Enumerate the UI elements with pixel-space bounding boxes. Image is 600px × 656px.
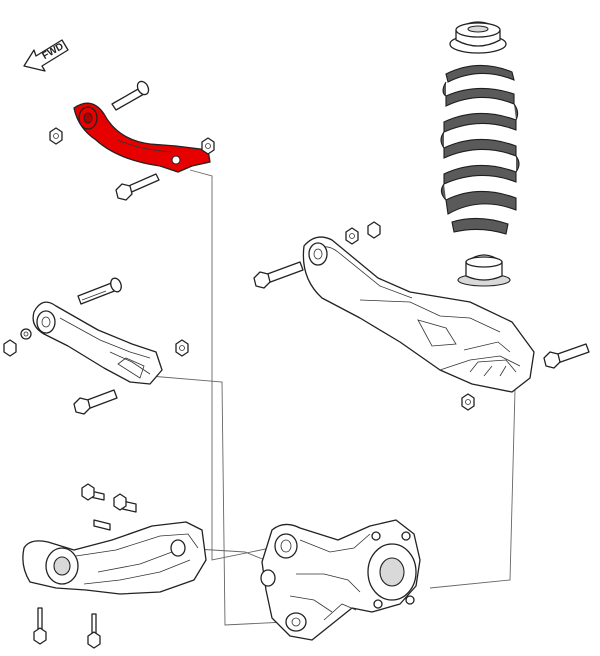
forward-direction-arrow: FWD [23, 39, 69, 72]
coil-spring-assembly [440, 21, 520, 287]
spring-lower-isolator [457, 254, 511, 287]
lower-arm-end-bolt [543, 343, 590, 369]
lateral-link-washer [20, 328, 32, 340]
lateral-link [3, 277, 189, 415]
lateral-link-nut-left [3, 339, 17, 357]
trailing-arm-bolt-2 [113, 493, 137, 513]
lower-arm-body [302, 236, 535, 393]
lower-arm-nut-right [367, 221, 381, 239]
lateral-link-body [32, 301, 163, 385]
trailing-arm-stud-right [87, 613, 101, 649]
rear-knuckle [260, 519, 421, 641]
leader-lines [149, 169, 516, 626]
upper-arm-body [73, 102, 211, 173]
upper-arm-lower-bolt [115, 173, 160, 201]
trailing-arm-stud-left [33, 607, 47, 645]
coil-spring [440, 64, 520, 235]
lateral-link-lower-bolt [73, 389, 118, 415]
lower-control-arm [253, 221, 590, 411]
trailing-arm [22, 483, 207, 649]
upper-control-arm [49, 80, 215, 201]
trailing-arm-bolt-3 [93, 519, 111, 531]
lateral-link-nut-right [175, 339, 189, 357]
trailing-arm-bolt-1 [81, 483, 105, 501]
lower-arm-nut-bottom [461, 393, 475, 411]
spring-upper-isolator [449, 21, 507, 54]
lower-arm-bolt [253, 261, 304, 289]
lateral-link-bolt [77, 277, 122, 305]
upper-arm-nut-left [49, 127, 63, 145]
lower-arm-nut-top [345, 227, 359, 245]
upper-arm-bolt [111, 80, 150, 111]
upper-arm-nut-right [201, 137, 215, 155]
